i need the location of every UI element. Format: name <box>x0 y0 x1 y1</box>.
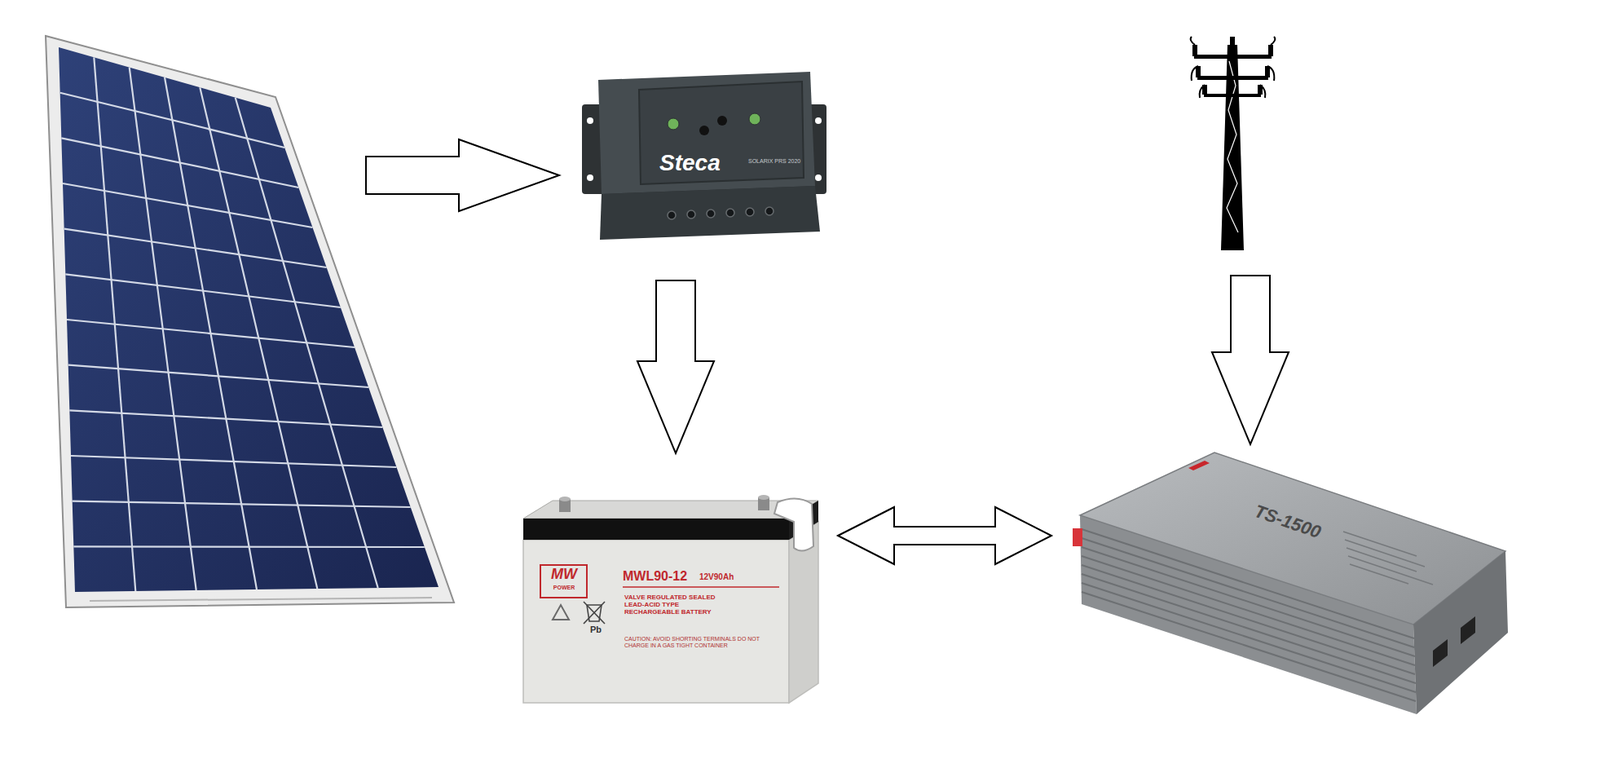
text-slot: POWER <box>542 584 586 591</box>
brand-name: Steca <box>659 149 750 177</box>
text-slot: TS-1500 <box>1251 500 1336 547</box>
charge-controller-node: StecaSOLARIX PRS 2020 <box>581 71 827 240</box>
power-pole-node <box>1185 36 1280 253</box>
solar-panel-node <box>40 32 459 612</box>
lead-symbol: Pb <box>585 624 607 635</box>
text-slot: 12V90Ah <box>699 572 757 582</box>
inverter <box>1072 452 1508 715</box>
logo-text: MW <box>542 565 586 583</box>
charge-controller <box>581 71 827 240</box>
block-arrow <box>837 506 1052 565</box>
battery <box>523 494 819 703</box>
model-label: MWL90-12 <box>622 568 698 584</box>
text-slot: MWL90-12 <box>622 568 698 584</box>
text-slot: MW <box>542 565 586 583</box>
text-slot: CAUTION: AVOID SHORTING TERMINALS DO NOT… <box>624 635 763 649</box>
power-pole <box>1190 36 1276 251</box>
caution-note: CAUTION: AVOID SHORTING TERMINALS DO NOT… <box>624 635 763 649</box>
rating-label: 12V90Ah <box>699 572 757 582</box>
type-label: VALVE REGULATED SEALED LEAD-ACID TYPE RE… <box>624 593 729 617</box>
text-slot: Pb <box>585 624 607 635</box>
model-label: TS-1500 <box>1251 500 1336 547</box>
text-slot: Steca <box>659 149 750 177</box>
model-name: SOLARIX PRS 2020 <box>748 158 814 165</box>
inverter-node: TS-1500 <box>1074 446 1511 718</box>
block-arrow <box>1212 275 1289 445</box>
battery-node: MWPOWER MWL90-1212V90AhVALVE REGULATED SE… <box>520 489 822 710</box>
logo-subtext: POWER <box>542 584 586 591</box>
solar-panel <box>45 35 454 608</box>
block-arrow <box>637 280 715 454</box>
block-arrow <box>365 139 560 212</box>
text-slot: VALVE REGULATED SEALED LEAD-ACID TYPE RE… <box>624 593 729 617</box>
text-slot: SOLARIX PRS 2020 <box>748 158 814 165</box>
